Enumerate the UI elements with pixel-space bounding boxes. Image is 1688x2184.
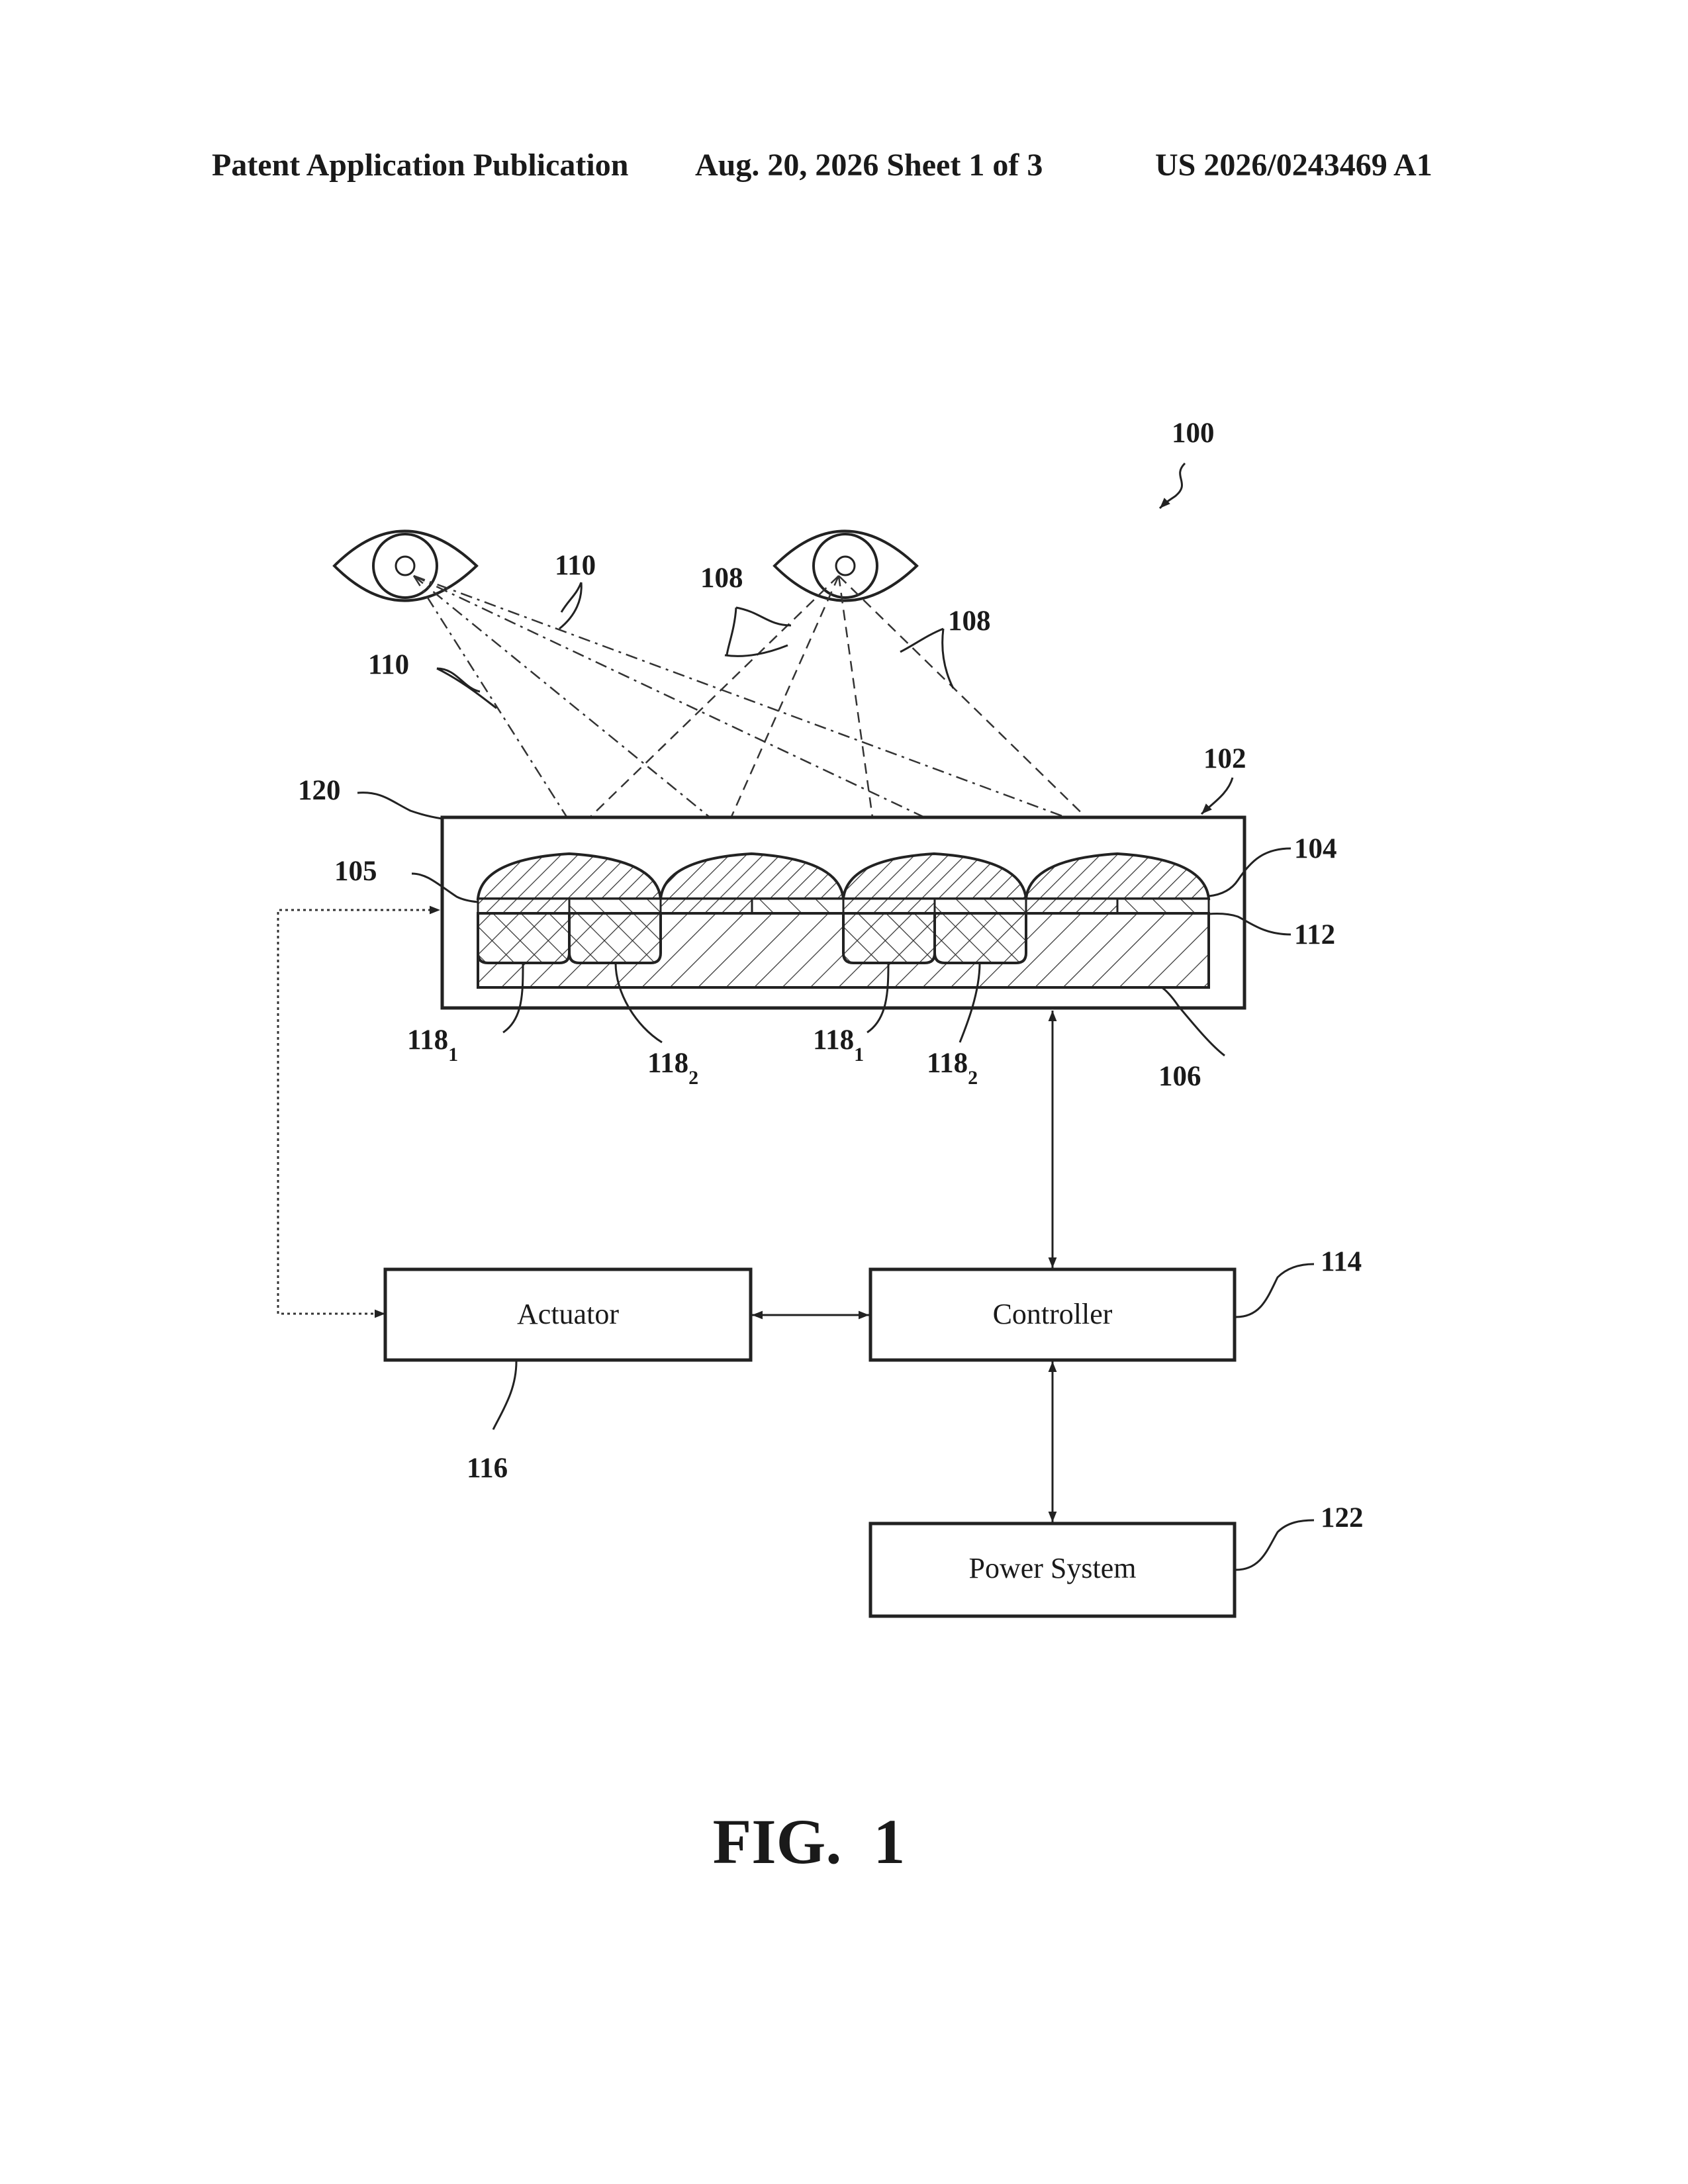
ref-118-2-left: 1182 <box>647 1048 698 1089</box>
ref-100-leader <box>1160 463 1185 508</box>
ref-118-2-right-sub: 2 <box>968 1067 978 1089</box>
ref-118-2-left-sub: 2 <box>688 1067 698 1089</box>
thin-layer-segments-112 <box>478 899 1209 913</box>
ref-108-upper: 108 <box>700 563 743 594</box>
ref-112: 112 <box>1294 919 1335 950</box>
ref-118-1-right: 1181 <box>813 1024 864 1066</box>
ref-120: 120 <box>298 775 341 806</box>
right-eye-icon <box>774 531 917 601</box>
ref-118-2-right: 1182 <box>927 1048 978 1089</box>
ref-104: 104 <box>1294 833 1337 864</box>
actuator-to-housing-link <box>278 910 440 1314</box>
ref-118-1-left: 1181 <box>407 1024 458 1066</box>
actuator-block: Actuator <box>385 1269 751 1360</box>
ref-102: 102 <box>1203 743 1246 774</box>
controller-label: Controller <box>993 1298 1113 1330</box>
ref-118-1-left-sub: 1 <box>448 1044 458 1066</box>
ref-116: 116 <box>467 1453 508 1484</box>
ref-106: 106 <box>1158 1061 1201 1092</box>
ray-reference-leaders <box>437 582 953 708</box>
ref-114: 114 <box>1321 1246 1362 1277</box>
ref-108-right: 108 <box>948 606 991 637</box>
controller-block: Controller <box>870 1269 1235 1360</box>
ref-110-upper: 110 <box>555 550 596 581</box>
power-system-label: Power System <box>969 1552 1137 1584</box>
block-connectors <box>752 1011 1053 1522</box>
actuator-label: Actuator <box>517 1298 619 1330</box>
power-system-block: Power System <box>870 1524 1235 1616</box>
ref-118-1-right-sub: 1 <box>854 1044 864 1066</box>
left-eye-icon <box>334 531 477 601</box>
ref-100: 100 <box>1172 418 1215 449</box>
ref-122: 122 <box>1321 1502 1364 1533</box>
ref-118-1-right-main: 118 <box>813 1024 854 1056</box>
ref-118-2-left-main: 118 <box>647 1048 688 1079</box>
figure-caption: FIG. 1 <box>713 1806 906 1877</box>
ref-118-2-right-main: 118 <box>927 1048 968 1079</box>
ref-118-1-left-main: 118 <box>407 1024 448 1056</box>
ref-120-leader <box>357 793 442 819</box>
ref-110-lower: 110 <box>368 649 409 680</box>
ref-105: 105 <box>334 856 377 887</box>
